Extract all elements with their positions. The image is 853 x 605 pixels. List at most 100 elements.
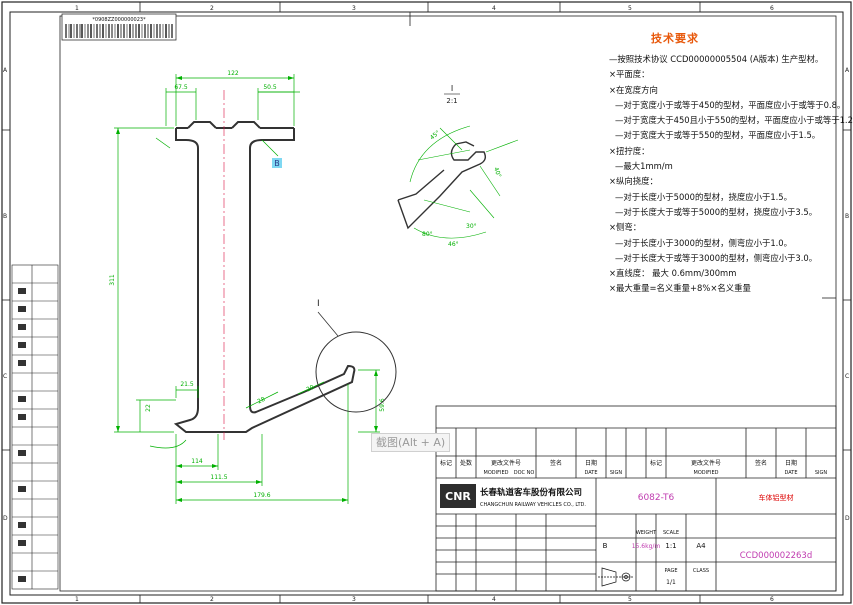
grid-label-top-6: 6 (770, 5, 774, 12)
scale-label: SCALE (663, 530, 679, 536)
note-item: ×扭拧度： (609, 145, 650, 156)
rev-header-en-docno: DOC NO (514, 470, 535, 476)
dim-top-width: 122 (227, 70, 239, 77)
grid-label-top-5: 5 (628, 5, 632, 12)
dim-top-right: 50.5 (263, 84, 277, 91)
rev-header-en-sign-2: SIGN (815, 470, 828, 476)
note-item: —对于长度大于或等于5000的型材，挠度应小于3.5。 (615, 206, 818, 217)
note-item: ×最大重量=名义重量+8%×名义重量 (609, 283, 751, 294)
grid-label-top-3: 3 (352, 5, 356, 12)
grid-label-bottom-4: 4 (492, 596, 496, 603)
rev-header-en-date: DATE (584, 470, 597, 476)
grid-label-left-c: C (3, 373, 7, 380)
part-name: 车体铝型材 (759, 493, 794, 502)
note-item: —对于宽度大于或等于550的型材，平面度应小于1.5。 (615, 130, 821, 141)
detail-angle-5: 80° (422, 231, 433, 238)
grid-label-left-d: D (3, 515, 8, 522)
note-item: ×直线度： 最大 0.6mm/300mm (609, 268, 737, 279)
grid-label-top-1: 1 (75, 5, 79, 12)
grid-label-right-b: B (845, 213, 849, 220)
weight-value: 15.6kg/m (632, 543, 661, 550)
detail-view-scale: 2:1 (446, 97, 457, 105)
grid-label-left-b: B (3, 213, 7, 220)
material-grade: 6082-T6 (638, 493, 675, 503)
detail-angle-2: 40° (492, 166, 502, 178)
detail-circle (315, 331, 397, 413)
stamp-table (11, 264, 59, 590)
grid-label-right-d: D (845, 515, 850, 522)
grid-label-bottom-2: 2 (210, 596, 214, 603)
class-label: CLASS (693, 568, 709, 574)
svg-text:CNR: CNR (445, 490, 471, 503)
drawing-number: CCD000002263d (740, 551, 812, 561)
rev-header-en-modified-2: MODIFIED (694, 470, 719, 476)
note-item: —对于宽度大于450且小于550的型材，平面度应小于或等于1.2。 (615, 115, 853, 126)
dim-small-1: 21.5 (180, 381, 194, 388)
rev-header-date: 日期 (585, 459, 597, 467)
detail-view-geometry (397, 125, 519, 239)
company-name-cn: 长春轨道客车股份有限公司 (480, 487, 582, 498)
rev-header-sign-2: 签名 (755, 459, 767, 467)
profile-outline (173, 121, 356, 433)
dim-top-left: 67.5 (174, 84, 188, 91)
note-item: ×在宽度方向 (609, 84, 658, 95)
company-name-en: CHANGCHUN RAILWAY VEHICLES CO., LTD. (480, 502, 586, 508)
grid-label-bottom-5: 5 (628, 596, 632, 603)
rev-header-en-date-2: DATE (784, 470, 797, 476)
note-item: —最大1mm/m (615, 161, 673, 172)
projection-symbol-icon (598, 567, 634, 587)
note-item: —对于长度小于5000的型材，挠度应小于1.5。 (615, 191, 793, 202)
dim-small-2: 59.6 (379, 398, 386, 412)
barcode-text: *0908ZZ000000023* (92, 17, 146, 23)
note-item: —按照技术协议 CCD00000005504 (A版本) 生产型材。 (609, 54, 824, 64)
dim-small-5: 20 (305, 384, 315, 394)
note-item: —对于长度大于或等于3000的型材，侧弯应小于3.0。 (615, 252, 818, 263)
rev-header-docno: 更改文件号 (491, 459, 521, 467)
rev-header-sign: 签名 (550, 459, 562, 467)
company-logo: CNR (440, 484, 476, 508)
notes-title: 技术要求 (651, 32, 699, 45)
rev-header-mark-2: 标记 (650, 459, 662, 467)
title-block-grid (435, 405, 837, 592)
grid-label-right-a: A (845, 67, 850, 74)
dim-height: 311 (109, 274, 116, 286)
note-item: —对于宽度小于或等于450的型材，平面度应小于或等于0.8。 (615, 99, 846, 110)
section-marker: B (274, 159, 280, 168)
stage-value: B (603, 542, 608, 550)
grid-label-bottom-3: 3 (352, 596, 356, 603)
note-item: ×纵向挠度： (609, 176, 658, 187)
weight-label: WEIGHT (636, 530, 657, 536)
barcode: *0908ZZ000000023* (61, 13, 177, 41)
dim-small-3: 22 (145, 404, 152, 412)
rev-header-en-modified: MODIFIED (484, 470, 509, 476)
dim-base-1: 114 (191, 458, 203, 465)
notes-list: —按照技术协议 CCD00000005504 (A版本) 生产型材。 ×平面度： ×… (609, 52, 853, 297)
scale-value: 1:1 (665, 542, 676, 550)
class-value: A4 (696, 542, 706, 550)
sheet-value: 1/1 (666, 579, 676, 586)
detail-view-label: I (451, 84, 453, 93)
rev-header-docno-2: 更改文件号 (691, 459, 721, 467)
dim-base-3: 179.6 (253, 492, 270, 499)
rev-header-qty: 处数 (460, 459, 472, 467)
dim-small-4: 28 (256, 396, 266, 406)
grid-label-bottom-1: 1 (75, 596, 79, 603)
rev-header-date-2: 日期 (785, 459, 797, 467)
grid-label-bottom-6: 6 (770, 596, 774, 603)
dimensions (114, 74, 380, 504)
screenshot-tooltip: 截图(Alt + A) (371, 433, 451, 452)
detail-ref-label: I (317, 299, 320, 309)
detail-angle-4: 46° (448, 241, 459, 248)
page-label: PAGE (664, 568, 677, 574)
grid-label-right-c: C (845, 373, 849, 380)
grid-label-left-a: A (3, 67, 8, 74)
dim-base-2: 111.5 (210, 474, 227, 481)
grid-label-top-2: 2 (210, 5, 214, 12)
detail-angle-3: 30° (466, 223, 477, 230)
grid-label-top-4: 4 (492, 5, 496, 12)
note-item: ×平面度： (609, 69, 650, 80)
note-item: ×侧弯： (609, 222, 642, 233)
rev-header-en-sign: SIGN (610, 470, 623, 476)
